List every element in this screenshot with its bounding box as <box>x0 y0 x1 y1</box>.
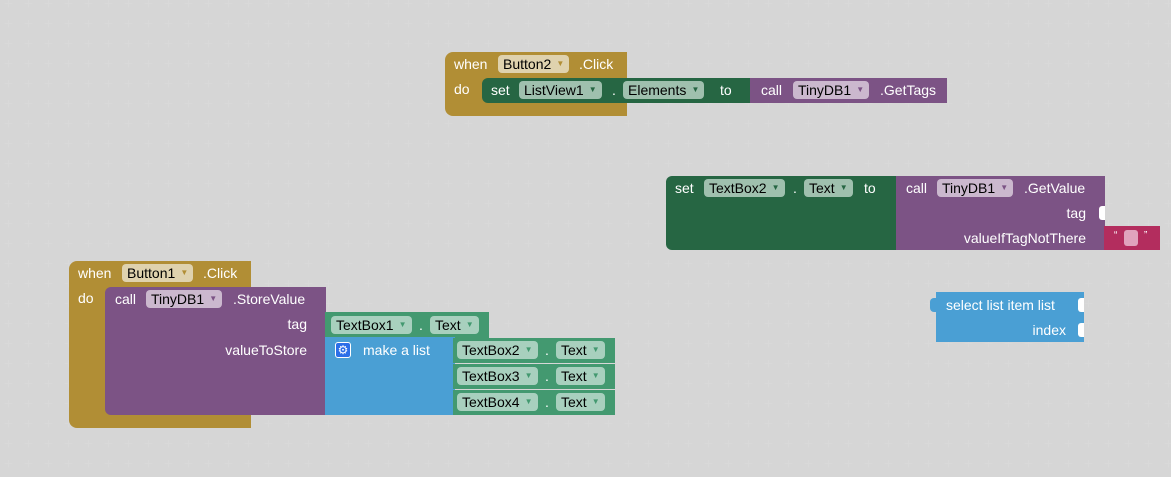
call-label: call <box>906 180 928 196</box>
set-textbox2-text-block[interactable]: set TextBox2 . Text to <box>666 176 898 250</box>
call-tinydb1-storevalue-block[interactable]: call TinyDB1 .StoreValue tag valueToStor… <box>105 287 326 415</box>
property-dropdown-text[interactable]: Text <box>430 316 479 334</box>
property-dropdown-text[interactable]: Text <box>556 341 605 359</box>
textbox3-text-getter-block[interactable]: TextBox3 . Text <box>453 364 615 389</box>
value-if-tag-not-there-label: valueIfTagNotThere <box>963 230 1086 246</box>
text-input-field[interactable] <box>1124 230 1138 246</box>
to-label: to <box>720 82 732 98</box>
make-a-list-block[interactable]: ⚙ make a list <box>325 337 455 415</box>
make-a-list-label: make a list <box>363 342 430 358</box>
component-dropdown-button1[interactable]: Button1 <box>122 264 194 282</box>
when-label: when <box>78 265 112 281</box>
index-socket[interactable] <box>1078 323 1084 337</box>
index-socket-label: index <box>1032 322 1066 338</box>
tag-socket-label: tag <box>287 316 307 332</box>
dot-separator: . <box>793 180 797 196</box>
property-dropdown-elements[interactable]: Elements <box>623 81 705 99</box>
method-name-storevalue: .StoreValue <box>233 291 306 307</box>
open-quote: “ <box>1114 230 1118 241</box>
component-dropdown-textbox2[interactable]: TextBox2 <box>457 341 538 359</box>
dot-separator: . <box>545 368 549 384</box>
call-label: call <box>115 291 137 307</box>
component-dropdown-textbox2[interactable]: TextBox2 <box>704 179 785 197</box>
empty-text-string-block[interactable]: “ ” <box>1104 226 1160 250</box>
component-dropdown-textbox4[interactable]: TextBox4 <box>457 393 538 411</box>
component-dropdown-listview1[interactable]: ListView1 <box>519 81 602 99</box>
method-name-gettags: .GetTags <box>880 82 937 98</box>
event-name: .Click <box>203 265 238 281</box>
set-label: set <box>491 82 510 98</box>
textbox1-text-getter-block[interactable]: TextBox1 . Text <box>325 312 489 338</box>
select-list-item-label: select list item list <box>946 297 1055 313</box>
value-to-store-label: valueToStore <box>225 342 307 358</box>
dot-separator: . <box>545 394 549 410</box>
call-tinydb1-getvalue-block[interactable]: call TinyDB1 .GetValue tag valueIfTagNot… <box>896 176 1105 250</box>
dot-separator: . <box>545 342 549 358</box>
textbox4-text-getter-block[interactable]: TextBox4 . Text <box>453 390 615 415</box>
component-dropdown-tinydb1[interactable]: TinyDB1 <box>793 81 870 99</box>
tag-socket-label: tag <box>1066 205 1086 221</box>
component-dropdown-tinydb1[interactable]: TinyDB1 <box>937 179 1014 197</box>
call-label: call <box>761 82 783 98</box>
textbox2-text-getter-block[interactable]: TextBox2 . Text <box>453 338 615 363</box>
property-dropdown-text[interactable]: Text <box>556 393 605 411</box>
component-dropdown-textbox1[interactable]: TextBox1 <box>331 316 412 334</box>
output-plug[interactable] <box>930 298 938 312</box>
do-label: do <box>454 81 470 97</box>
call-tinydb1-gettags-block[interactable]: call TinyDB1 .GetTags <box>750 78 947 103</box>
component-dropdown-textbox3[interactable]: TextBox3 <box>457 367 538 385</box>
property-dropdown-text[interactable]: Text <box>556 367 605 385</box>
gear-icon[interactable]: ⚙ <box>335 342 351 358</box>
component-dropdown-button2[interactable]: Button2 <box>498 55 570 73</box>
event-name: .Click <box>579 56 614 72</box>
dot-separator: . <box>419 317 423 333</box>
when-label: when <box>454 56 488 72</box>
to-label: to <box>864 180 876 196</box>
component-dropdown-tinydb1[interactable]: TinyDB1 <box>146 290 223 308</box>
do-label: do <box>78 290 94 306</box>
dot-separator: . <box>612 82 616 98</box>
set-label: set <box>675 180 694 196</box>
method-name-getvalue: .GetValue <box>1024 180 1086 196</box>
close-quote: ” <box>1144 230 1148 241</box>
set-listview1-elements-block[interactable]: set ListView1 . Elements to <box>482 78 752 103</box>
list-socket[interactable] <box>1078 298 1084 312</box>
property-dropdown-text[interactable]: Text <box>804 179 853 197</box>
select-list-item-block[interactable]: select list item list index <box>930 292 1084 342</box>
tag-socket[interactable] <box>1099 206 1105 220</box>
